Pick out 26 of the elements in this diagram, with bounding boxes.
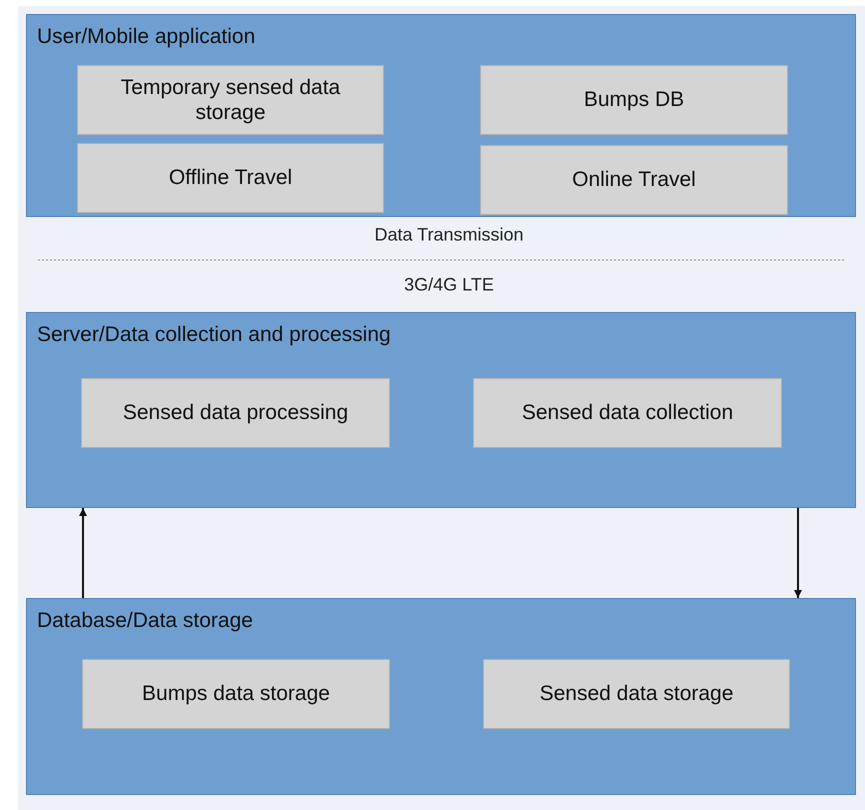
component-box bbox=[77, 65, 384, 135]
component-box bbox=[480, 145, 788, 215]
component-label: Online Travel bbox=[572, 167, 696, 193]
component-box bbox=[82, 659, 390, 729]
component-label: Bumps DB bbox=[584, 87, 684, 113]
arrow bbox=[79, 508, 87, 598]
arrow bbox=[794, 508, 802, 598]
panel-title: Database/Data storage bbox=[37, 609, 253, 633]
component-label: Sensed data storage bbox=[540, 681, 734, 707]
component-label: Offline Travel bbox=[168, 165, 292, 191]
layer-panel bbox=[26, 312, 856, 508]
component-label: Bumps data storage bbox=[142, 681, 330, 707]
component-box bbox=[77, 143, 384, 213]
component-box bbox=[81, 378, 390, 448]
component-label: Sensed data collection bbox=[522, 400, 734, 426]
panel-title: Server/Data collection and processing bbox=[37, 323, 391, 347]
component-label: Sensed data processing bbox=[122, 400, 348, 426]
component-box bbox=[473, 378, 782, 448]
component-label: Temporary sensed data storage bbox=[120, 74, 342, 126]
component-box bbox=[483, 659, 790, 729]
panel-title: User/Mobile application bbox=[37, 25, 256, 49]
component-box bbox=[480, 65, 788, 135]
layer-panel bbox=[26, 14, 856, 217]
layer-panel bbox=[26, 598, 856, 795]
annotation-text: Data Transmission bbox=[374, 224, 524, 246]
annotation-text: 3G/4G LTE bbox=[404, 274, 494, 296]
